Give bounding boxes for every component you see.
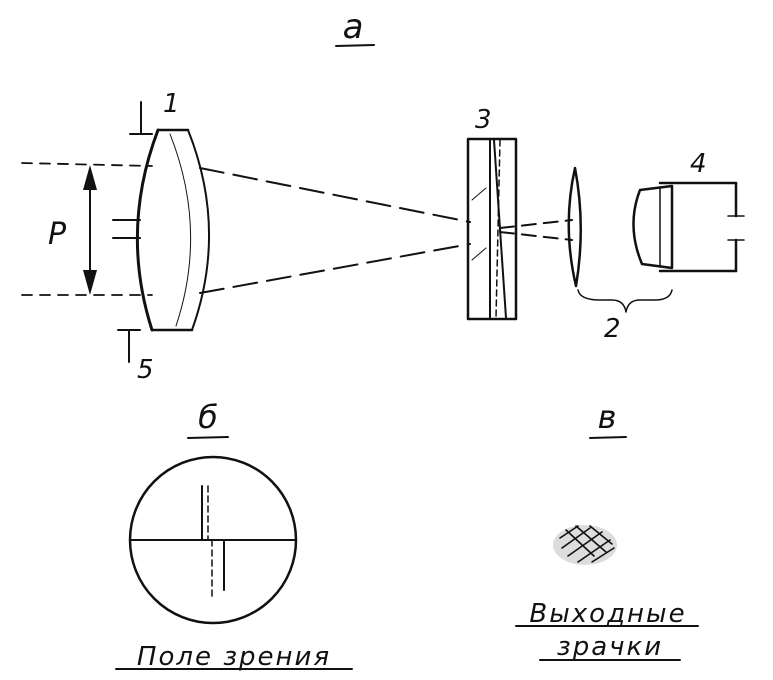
prism-block-3	[466, 137, 518, 321]
aperture-arrow-head-bottom	[83, 270, 97, 295]
beam-after-prism-lower	[499, 231, 573, 241]
label-1: 1	[163, 89, 180, 119]
exit-pupils-caption-line1: Выходные	[529, 599, 686, 629]
beam-lines	[21, 162, 573, 296]
exit-pupil-spot	[553, 525, 617, 565]
eyepiece-eye-lens	[632, 184, 674, 270]
part-b-label: б	[198, 398, 218, 436]
aperture-p-label: P	[48, 217, 67, 252]
objective-lens-inner-curve	[169, 133, 192, 327]
exit-pupil-hatch	[559, 525, 615, 563]
field-of-view-caption: Поле зрения	[137, 642, 331, 672]
objective-lens-rear-surface	[187, 129, 211, 331]
exit-pupils-caption-line2: зрачки	[557, 632, 663, 662]
beam-bottom-converging	[199, 243, 471, 294]
field-of-view-circle-group	[128, 455, 298, 625]
label-3: 3	[475, 105, 492, 135]
part-a-underline	[335, 44, 375, 47]
prism-hatch-1	[471, 187, 487, 201]
prism-hatch-2	[471, 247, 487, 261]
objective-lens-front-surface	[135, 128, 160, 332]
label-2: 2	[604, 314, 621, 344]
prism-wedge-dashed	[495, 139, 501, 319]
part-v-label: в	[598, 398, 617, 436]
aperture-arrow-head-top	[83, 165, 97, 190]
prism-wedge-line	[493, 139, 507, 319]
group-2-bracket	[577, 289, 673, 313]
part-b-underline	[187, 436, 229, 439]
beam-top-converging	[199, 167, 471, 223]
label-4: 4	[690, 149, 707, 179]
label-5: 5	[137, 355, 154, 385]
part-a-label: а	[343, 7, 364, 47]
eyepiece-group-2	[567, 166, 673, 313]
objective-lens-1	[112, 101, 211, 363]
beam-top-incoming	[21, 162, 153, 167]
part-v-underline	[589, 436, 627, 439]
aperture-arrow	[83, 165, 97, 295]
eyepiece-tube-4	[632, 181, 745, 273]
prism-outer-plate	[466, 137, 518, 321]
eyepiece-field-lens	[567, 166, 583, 288]
beam-after-prism	[499, 219, 573, 229]
